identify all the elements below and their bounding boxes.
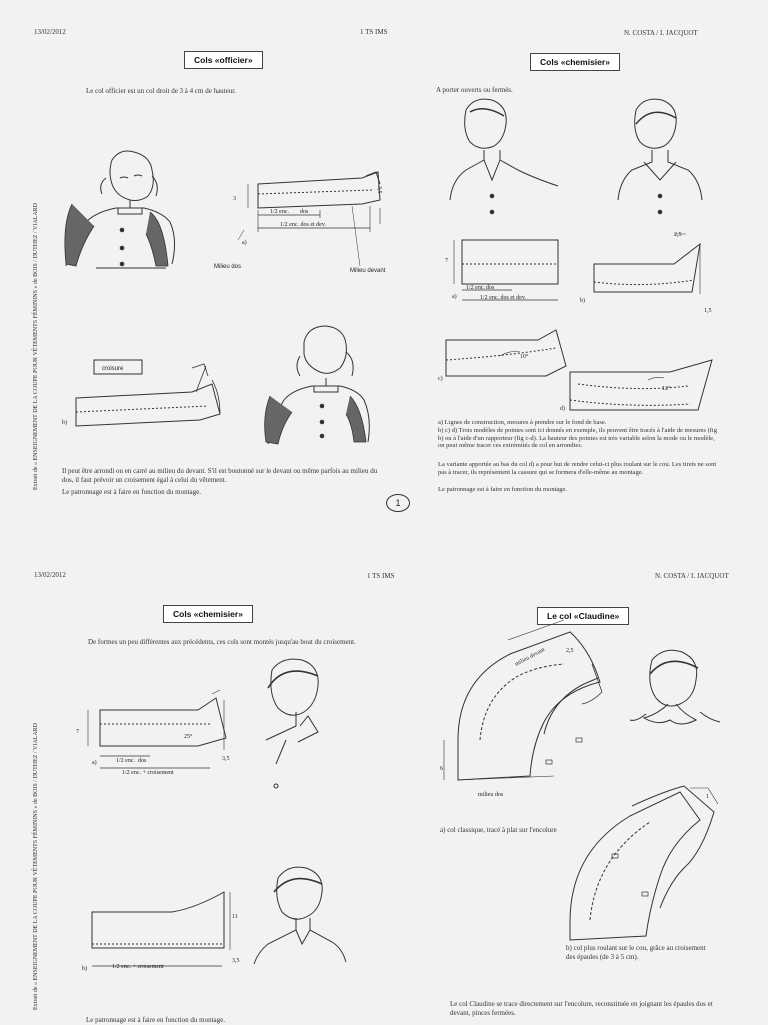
illustration-chemisier-2 bbox=[617, 98, 703, 215]
pattern-claudine-a bbox=[443, 619, 603, 781]
label-chemb-h15: 1,5 bbox=[704, 308, 712, 314]
title-cols-chemisier: Cols «chemisier» bbox=[530, 53, 620, 71]
label-claud-h25: 2,5 bbox=[566, 648, 574, 654]
pattern-chemisier-c bbox=[445, 329, 567, 377]
pattern-officier-a bbox=[237, 171, 381, 267]
label-chema-enc: 1/2 enc. bbox=[466, 285, 485, 291]
page-number: 1 bbox=[386, 494, 410, 512]
header-authors-2: N. COSTA / I. JACQUOT bbox=[655, 572, 729, 580]
label-claud-mdevant: milieu devant bbox=[514, 647, 546, 668]
claudine-caption-a: a) col classique, tracé à plat sur l'enc… bbox=[440, 826, 557, 834]
illustration-chemisier-1 bbox=[449, 98, 559, 215]
title-cols-officier: Cols «officier» bbox=[184, 51, 263, 69]
label-claud-mdos: milieu dos bbox=[478, 792, 504, 798]
title-col-claudine: Le col «Claudine» bbox=[537, 607, 630, 625]
pattern-claudine-b bbox=[569, 785, 719, 941]
label-chemc-10: 10° bbox=[520, 353, 529, 360]
label-claud-h6: 6 bbox=[440, 766, 443, 772]
label-ch2a-h35: 3,5 bbox=[222, 756, 230, 762]
header-class: 1 TS IMS bbox=[360, 28, 388, 36]
label-chemb-h25: 2,5 bbox=[674, 232, 682, 238]
header-date-2: 13/02/2012 bbox=[34, 571, 66, 579]
label-milieu-devant: Milieu devant bbox=[350, 268, 386, 274]
label-offa-enc-dos-dev: 1/2 enc. dos et dev. bbox=[280, 222, 326, 228]
pattern-officier-b bbox=[75, 359, 221, 427]
label-ch2b-h11: 11 bbox=[232, 914, 238, 920]
pattern-chemisier-a bbox=[453, 239, 559, 301]
label-chemd-d: d) bbox=[560, 405, 565, 412]
label-offa-a: a) bbox=[242, 239, 247, 246]
label-ch2a-a: a) bbox=[92, 759, 97, 766]
label-croisure: croisure bbox=[102, 366, 124, 372]
label-ch2a-dos: dos bbox=[138, 758, 147, 764]
chemisier2-intro: De formes un peu différentes aux précéde… bbox=[88, 638, 356, 646]
label-offa-dos: dos bbox=[300, 209, 309, 215]
chemisier-note-b: b) c) d) Trois modèles de pointes sont i… bbox=[438, 427, 717, 449]
title-cols-chemisier-2: Cols «chemisier» bbox=[163, 605, 253, 623]
label-offa-h35: 3,5 bbox=[376, 186, 382, 194]
illustration-officier-2 bbox=[264, 325, 370, 445]
label-ch2b-enccrois: 1/2 enc. + croisement bbox=[112, 964, 164, 970]
header-date: 13/02/2012 bbox=[34, 28, 66, 36]
claudine-footer: Le col Claudine se trace directement sur… bbox=[450, 1000, 713, 1017]
label-ch2b-h35: 3,5 bbox=[232, 958, 240, 964]
officier-footer: Le patronnage est à faire en fonction du… bbox=[62, 488, 201, 496]
label-chemb-b: b) bbox=[580, 297, 585, 304]
header-class-2: 1 TS IMS bbox=[367, 572, 395, 580]
pattern-chemisier-d bbox=[569, 359, 713, 411]
label-chemc-c: c) bbox=[438, 375, 443, 382]
chemisier-note-c: La variante apportée au bas du col d) a … bbox=[438, 461, 717, 476]
label-offa-h3: 3 bbox=[233, 196, 236, 202]
pattern-chemisier2-b bbox=[91, 891, 231, 967]
officier-body: Il peut être arrondi ou en carré au mili… bbox=[62, 467, 378, 484]
chemisier-intro: A porter ouverts ou fermés. bbox=[436, 86, 513, 94]
label-chema-a: a) bbox=[452, 293, 457, 300]
claudine-caption-b: b) col plus roulant sur le cou, grâce au… bbox=[566, 944, 706, 961]
illustration-officier-1 bbox=[64, 150, 176, 269]
label-offb-b: b) bbox=[62, 419, 67, 426]
label-claud-h1: 1 bbox=[706, 794, 709, 800]
label-ch2a-h7: 7 bbox=[76, 729, 79, 735]
pattern-chemisier2-a bbox=[87, 689, 227, 769]
illustration-chemisier2-2 bbox=[253, 866, 347, 965]
label-chema-dos: dos bbox=[486, 285, 495, 291]
illustration-claudine bbox=[629, 649, 721, 725]
label-chemd-12: 12° bbox=[662, 385, 671, 392]
label-offa-enc: 1/2 enc. bbox=[270, 209, 289, 215]
label-ch2a-25: 25° bbox=[184, 733, 193, 740]
label-ch2a-enc: 1/2 enc. bbox=[116, 758, 135, 764]
header-authors: N. COSTA / I. JACQUOT bbox=[624, 29, 698, 37]
label-chema-encdd: 1/2 enc. dos et dev. bbox=[480, 295, 526, 301]
illustration-chemisier2-1 bbox=[265, 658, 319, 789]
pattern-chemisier-b bbox=[593, 233, 701, 294]
label-chema-h7: 7 bbox=[445, 258, 448, 264]
label-milieu-dos: Milieu dos bbox=[214, 264, 241, 270]
chemisier2-footer: Le patronnage est à faire en fonction du… bbox=[86, 1016, 225, 1024]
chemisier-note-a: a) Lignes de construction, mesures à pre… bbox=[438, 419, 607, 426]
label-ch2b-b: b) bbox=[82, 965, 87, 972]
chemisier-footer: Le patronnage est à faire en fonction du… bbox=[438, 486, 568, 493]
label-ch2a-enccrois: 1/2 enc. + croisement bbox=[122, 770, 174, 776]
officier-intro: Le col officier est un col droit de 3 à … bbox=[86, 87, 236, 95]
